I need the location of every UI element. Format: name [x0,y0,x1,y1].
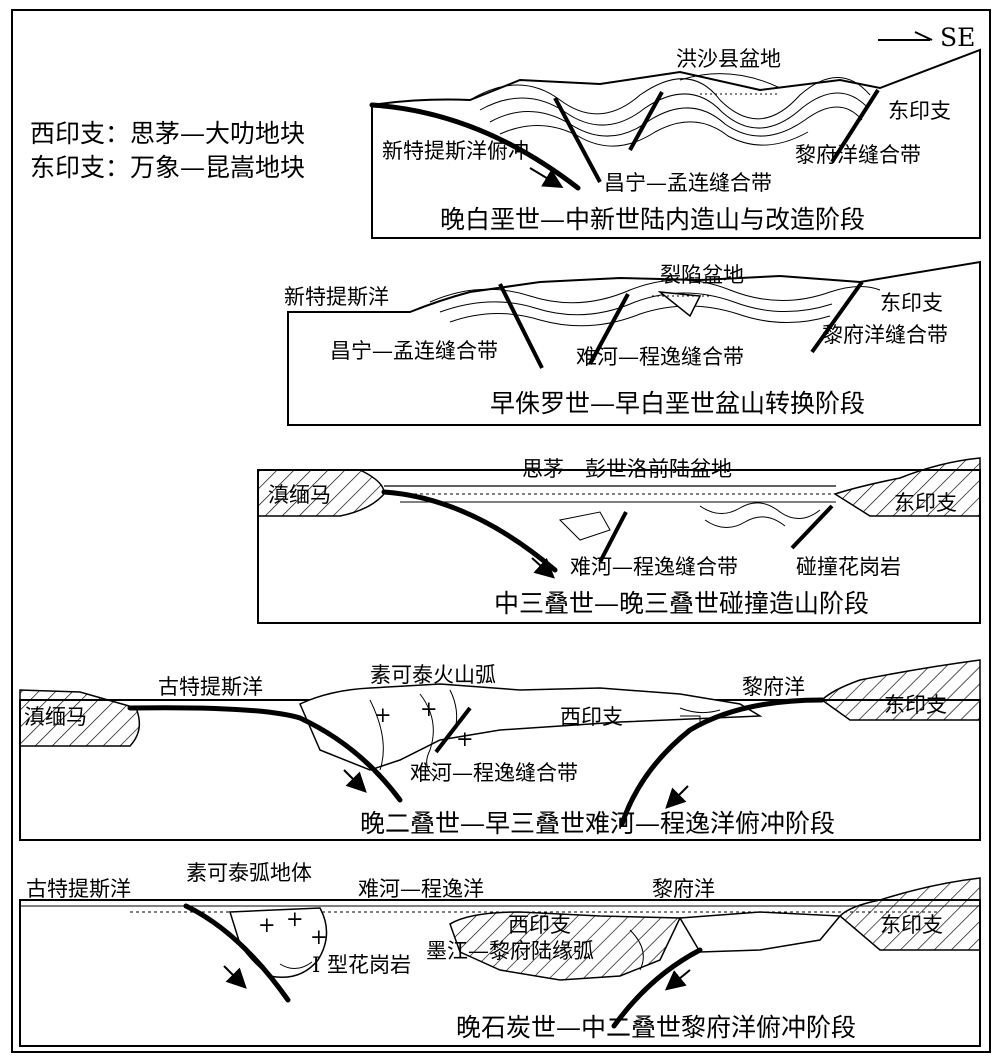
panel-1: 洪沙县盆地 东印支 新特提斯洋俯冲 昌宁—孟连缝合带 黎府洋缝合带 晚白垩世—中… [369,47,981,239]
panel-4-arc-label: 素可泰火山弧 [370,663,496,687]
panel-3-west-label: 滇缅马 [268,483,331,507]
panel-4-ocean-label: 古特提斯洋 [158,675,263,699]
plus-mark-4: + [258,913,276,937]
panel-4: + + + 古特提斯洋 素可泰火山弧 黎府洋 滇缅马 东印支 西印支 难河—程逸… [19,659,981,841]
panel-5-middle-label: 西印支 [508,913,571,937]
panel-5-arc-label: 素可泰弧地体 [186,861,312,885]
panel-3-stage-title: 中三叠世—晚三叠世碰撞造山阶段 [494,589,869,618]
panel-3: 思茅—彭世洛前陆盆地 滇缅马 东印支 难河—程逸缝合带 碰撞花岗岩 中三叠世—晚… [257,457,981,624]
plus-mark-3: + [456,727,474,751]
plus-mark-6: + [310,925,328,949]
panel-5-ocean3-label: 黎府洋 [652,877,715,901]
panel-1-basin-label: 洪沙县盆地 [676,47,781,71]
panel-4-suture-label: 难河—程逸缝合带 [410,761,578,785]
panel-2-suture-c-label: 黎府洋缝合带 [822,323,948,347]
plus-mark-2: + [420,697,438,721]
panel-5-granite-label: I 型花岗岩 [312,953,411,977]
legend-line-1: 西印支：思茅—大叻地块 [30,119,305,148]
direction-label: SE [940,23,975,52]
panel-3-granite-label: 碰撞花岗岩 [796,555,901,579]
panel-1-east-label: 东印支 [888,99,951,123]
panel-1-suture-b-label: 黎府洋缝合带 [795,143,921,167]
panel-5-arc2-label: 墨江—黎府陆缘弧 [426,939,594,963]
panel-2-suture-b-label: 难河—程逸缝合带 [576,345,744,369]
panel-4-west-label: 滇缅马 [24,705,87,729]
direction-indicator: SE [878,23,975,52]
panel-2-east-label: 东印支 [880,291,943,315]
panel-4-middle-label: 西印支 [560,705,623,729]
panel-2-suture-a-label: 昌宁—孟连缝合带 [330,339,498,363]
panel-5-east-label: 东印支 [880,913,943,937]
panel-4-ocean2-label: 黎府洋 [742,675,805,699]
panel-3-suture-label: 难河—程逸缝合带 [570,555,738,579]
panel-5-stage-title: 晚石炭世—中二叠世黎府洋俯冲阶段 [456,1013,856,1042]
panel-2-stage-title: 早侏罗世—早白垩世盆山转换阶段 [490,389,865,418]
panel-1-stage-title: 晚白垩世—中新世陆内造山与改造阶段 [440,205,865,234]
panel-4-stage-title: 晚二叠世—早三叠世难河—程逸洋俯冲阶段 [360,809,835,838]
panel-2: 新特提斯洋 裂陷盆地 东印支 昌宁—孟连缝合带 难河—程逸缝合带 黎府洋缝合带 … [284,260,981,426]
panel-3-east-label: 东印支 [894,491,957,515]
panel-5: + + + 古特提斯洋 素可泰弧地体 难河—程逸洋 黎府洋 西印支 东印支 I … [19,861,981,1047]
panel-5-ocean2-label: 难河—程逸洋 [358,877,484,901]
plus-mark-5: + [286,907,304,931]
panel-2-ocean-label: 新特提斯洋 [284,285,389,309]
panel-2-basin-label: 裂陷盆地 [660,263,744,287]
legend-line-2: 东印支：万象—昆嵩地块 [30,153,305,182]
panel-5-ocean-label: 古特提斯洋 [26,877,131,901]
panel-1-subduction-label: 新特提斯洋俯冲 [382,139,529,163]
outer-frame [11,9,991,1053]
panel-3-basin-label: 思茅—彭世洛前陆盆地 [522,457,732,481]
plus-mark-1: + [374,703,392,727]
panel-1-suture-a-label: 昌宁—孟连缝合带 [604,171,772,195]
panel-4-east-label: 东印支 [884,693,947,717]
